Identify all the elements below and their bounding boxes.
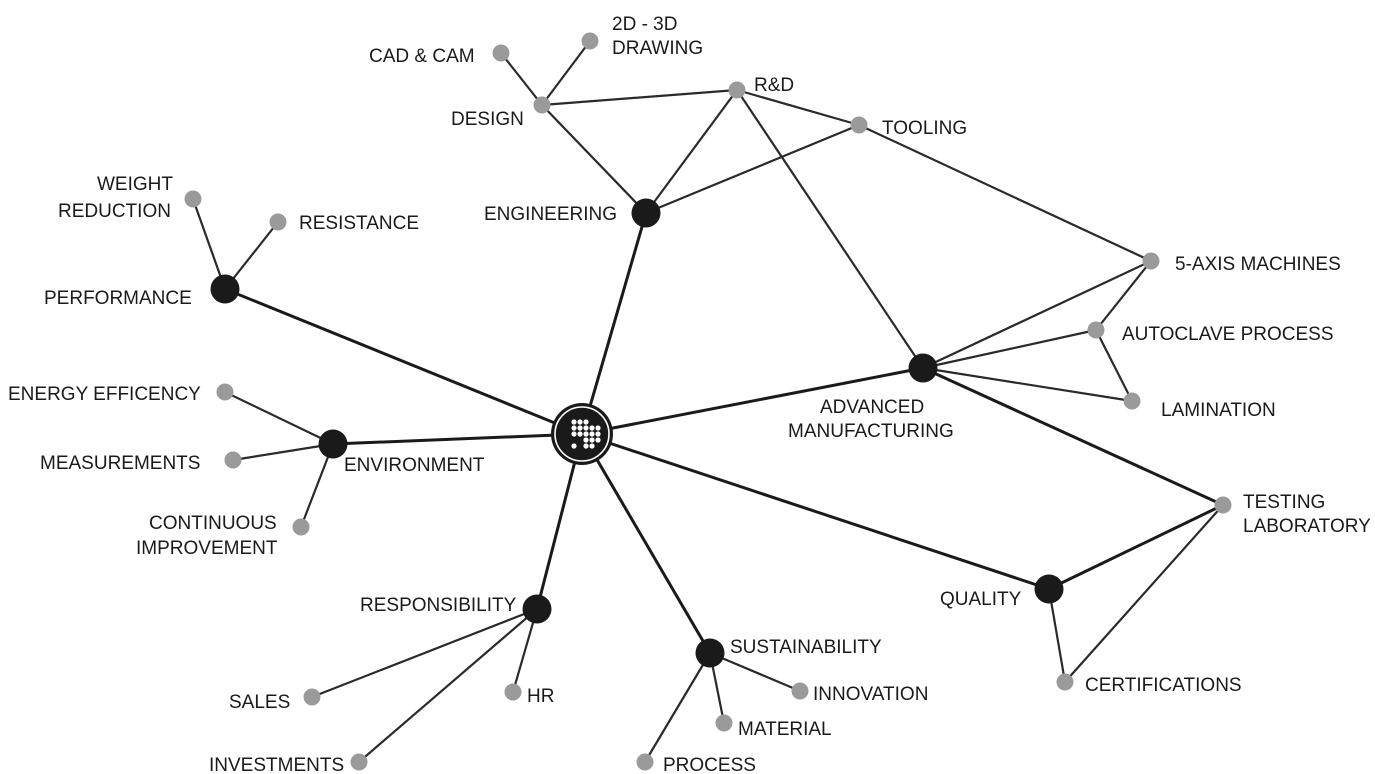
label-weight-line1: WEIGHT [97, 174, 173, 195]
edge-design-drawing [541, 40, 591, 106]
edge-quality-testing [1048, 503, 1224, 591]
label-rnd: R&D [754, 75, 794, 96]
label-responsibility: RESPONSIBILITY [360, 595, 517, 616]
label-innovation: INNOVATION [813, 684, 928, 705]
edge-quality-certifications [1047, 588, 1067, 683]
node-sales [303, 688, 321, 706]
edge-advanced-fiveaxis [922, 260, 1152, 369]
label-drawing-line2: DRAWING [612, 38, 703, 59]
label-material: MATERIAL [738, 719, 832, 740]
node-material [715, 714, 733, 732]
label-advanced-line1: ADVANCED [820, 397, 924, 418]
edge-rnd-tooling [736, 88, 860, 127]
label-certifications: CERTIFICATIONS [1085, 675, 1242, 696]
edge-hub-performance [224, 287, 583, 436]
edge-environment-energy [224, 391, 334, 445]
edge-fiveaxis-autoclave [1095, 260, 1152, 331]
label-lamination: LAMINATION [1161, 400, 1276, 421]
label-hr: HR [527, 686, 554, 707]
node-design [533, 96, 551, 114]
node-innovation [791, 682, 809, 700]
edge-hub-engineering [580, 212, 648, 435]
label-quality: QUALITY [940, 589, 1022, 610]
label-2d-3d-line1: 2D - 3D [612, 14, 677, 35]
node-testing-laboratory [1214, 496, 1232, 514]
node-measurements [224, 451, 242, 469]
node-autoclave-process [1087, 321, 1105, 339]
node-continuous-improvement [292, 518, 310, 536]
edge-environment-continuous [299, 443, 335, 528]
edge-hub-environment [332, 432, 583, 446]
node-investments [350, 753, 368, 771]
node-quality [1034, 574, 1064, 604]
label-5-axis-machines: 5-AXIS MACHINES [1175, 254, 1341, 275]
label-continuous-line2: IMPROVEMENT [136, 538, 278, 559]
node-5-axis-machines [1142, 252, 1160, 270]
label-advanced-line2: MANUFACTURING [788, 421, 954, 442]
label-testing-line1: TESTING [1243, 492, 1325, 513]
node-rnd [728, 81, 746, 99]
edge-engineering-tooling [645, 123, 860, 215]
main-nodes [210, 198, 1064, 668]
edge-environment-measurements [232, 442, 334, 462]
edge-engineering-rnd [645, 89, 738, 214]
node-weight-reduction [184, 190, 202, 208]
edge-testing-certifications [1064, 504, 1224, 683]
node-lamination [1123, 392, 1141, 410]
label-continuous-line1: CONTINUOUS [149, 513, 277, 534]
node-hr [504, 683, 522, 701]
node-engineering [631, 198, 661, 228]
edge-engineering-design [541, 104, 647, 214]
edge-hub-sustainability [580, 433, 712, 654]
label-investments: INVESTMENTS [209, 755, 344, 774]
label-testing-line2: LABORATORY [1243, 516, 1371, 537]
edge-sustainability-process [644, 652, 711, 763]
node-responsibility [522, 594, 552, 624]
label-resistance: RESISTANCE [299, 213, 419, 234]
node-2d-3d-drawing [581, 32, 599, 50]
node-energy-efficency [216, 383, 234, 401]
edge-sustainability-innovation [709, 651, 801, 693]
label-design: DESIGN [451, 109, 524, 130]
edge-responsibility-sales [311, 607, 538, 699]
node-sustainability [695, 638, 725, 668]
node-performance [210, 274, 240, 304]
label-performance: PERFORMANCE [44, 288, 192, 309]
edge-design-rnd [541, 88, 738, 107]
label-measurements: MEASUREMENTS [40, 453, 200, 474]
dot-grid-logo-icon [551, 403, 613, 465]
label-engineering: ENGINEERING [484, 204, 617, 225]
edge-advanced-autoclave [922, 328, 1097, 370]
label-environment: ENVIRONMENT [344, 455, 485, 476]
label-energy-efficency: ENERGY EFFICENCY [8, 384, 201, 405]
label-cad-cam: CAD & CAM [369, 46, 475, 67]
edge-hub-advanced [581, 366, 924, 436]
node-environment [318, 429, 348, 459]
edge-tooling-fiveaxis [858, 124, 1152, 262]
label-autoclave-process: AUTOCLAVE PROCESS [1122, 324, 1334, 345]
edge-rnd-advanced [736, 89, 924, 369]
node-resistance [269, 213, 287, 231]
edge-responsibility-investments [358, 608, 538, 763]
edge-advanced-lamination [922, 366, 1133, 403]
edge-advanced-testing [922, 366, 1224, 507]
node-tooling [850, 116, 868, 134]
label-sustainability: SUSTAINABILITY [730, 637, 882, 658]
edge-autoclave-lamination [1095, 329, 1133, 402]
sub-nodes [184, 32, 1232, 771]
node-process [636, 753, 654, 771]
node-advanced-manufacturing [908, 353, 938, 383]
edge-performance-weight [191, 198, 227, 290]
node-certifications [1056, 673, 1074, 691]
edge-hub-quality [581, 432, 1050, 591]
label-weight-line2: REDUCTION [58, 201, 171, 222]
labels: CAD & CAM 2D - 3D DRAWING R&D DESIGN TOO… [8, 14, 1371, 774]
edge-design-cadcam [500, 52, 543, 106]
label-tooling: TOOLING [882, 118, 967, 139]
node-cad-cam [492, 44, 510, 62]
label-process: PROCESS [663, 755, 756, 774]
label-sales: SALES [229, 692, 290, 713]
